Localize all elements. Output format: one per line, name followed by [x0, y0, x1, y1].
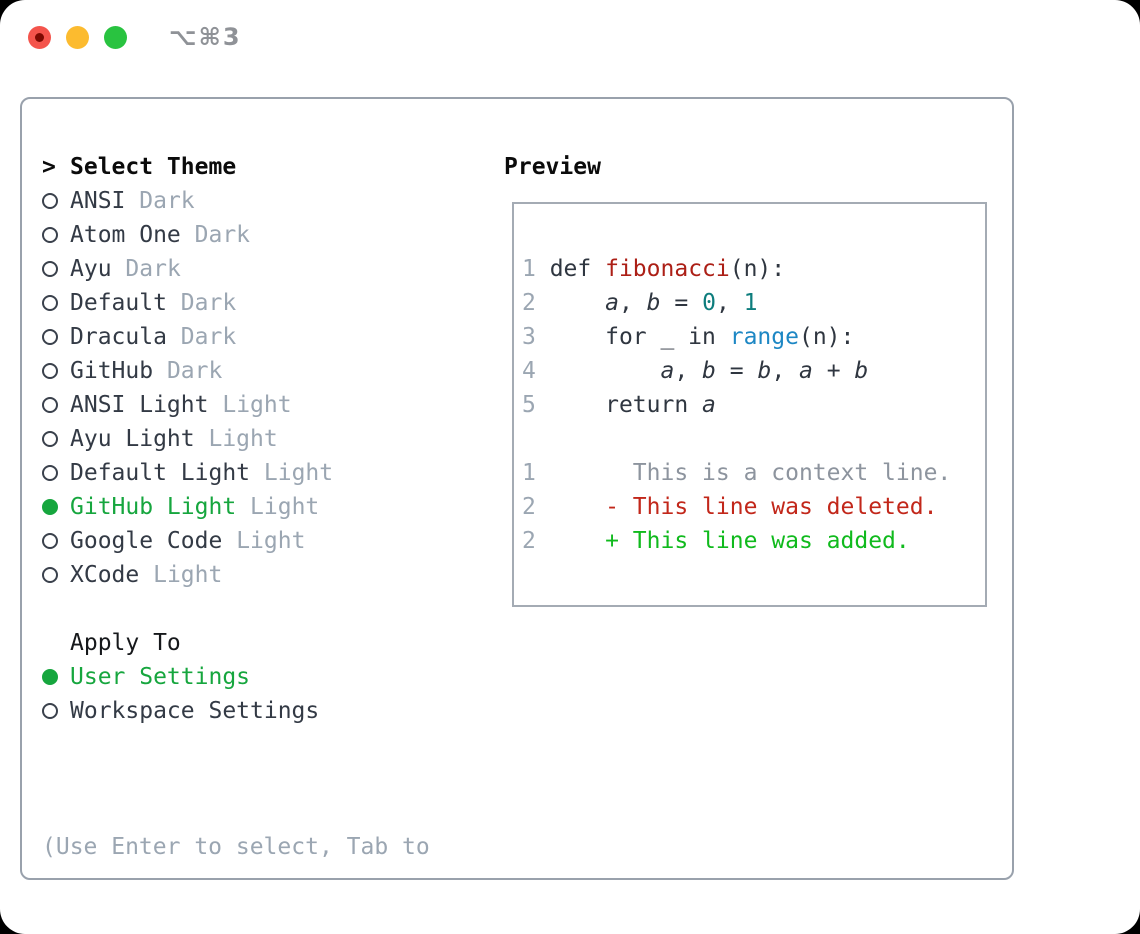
- theme-option-github-dark[interactable]: GitHub Dark: [42, 354, 430, 388]
- radio-icon: [42, 261, 58, 277]
- radio-icon: [42, 295, 58, 311]
- minimize-button[interactable]: [66, 25, 89, 49]
- code-line-2: 2 a, b = 0, 1: [522, 290, 758, 316]
- code-preview: 1 def fibonacci(n): 2 a, b = 0, 1 3 for …: [514, 204, 985, 606]
- radio-icon: [42, 431, 58, 447]
- radio-icon: [42, 329, 58, 345]
- theme-option-default-light[interactable]: Default Light Light: [42, 456, 430, 490]
- code-line-blank: [522, 422, 977, 456]
- code-line-3: 3 for _ in range(n):: [522, 324, 855, 350]
- window-shortcut-label: ⌥⌘3: [169, 23, 242, 51]
- theme-list: > Select Theme ANSI Dark Atom One Dark A…: [42, 150, 430, 934]
- radio-icon: [42, 227, 58, 243]
- theme-option-default-dark[interactable]: Default Dark: [42, 286, 430, 320]
- theme-option-ayu-light[interactable]: Ayu Light Light: [42, 422, 430, 456]
- select-theme-header: > Select Theme: [42, 150, 430, 184]
- radio-selected-icon: [42, 669, 58, 685]
- apply-option-user-settings[interactable]: User Settings: [42, 660, 430, 694]
- window-titlebar: ⌥⌘3: [28, 23, 242, 51]
- apply-option-workspace-settings[interactable]: Workspace Settings: [42, 694, 430, 728]
- apply-to-header: Apply To: [70, 630, 181, 656]
- preview-pane: 1 def fibonacci(n): 2 a, b = 0, 1 3 for …: [512, 202, 987, 607]
- diff-added-line: 2 + This line was added.: [522, 528, 910, 554]
- theme-option-atom-one-dark[interactable]: Atom One Dark: [42, 218, 430, 252]
- radio-icon: [42, 363, 58, 379]
- select-theme-title: Select Theme: [70, 154, 237, 180]
- theme-option-ayu-dark[interactable]: Ayu Dark: [42, 252, 430, 286]
- diff-deleted-line: 2 - This line was deleted.: [522, 494, 938, 520]
- radio-icon: [42, 193, 58, 209]
- keyboard-hint: (Use Enter to select, Tab to change focu…: [42, 762, 430, 934]
- code-line-4: 4 a, b = b, a + b: [522, 358, 869, 384]
- close-button[interactable]: [28, 25, 51, 49]
- radio-icon: [42, 465, 58, 481]
- radio-selected-icon: [42, 499, 58, 515]
- code-line-1: 1 def fibonacci(n):: [522, 256, 786, 282]
- diff-context-line: 1 This is a context line.: [522, 460, 952, 486]
- radio-icon: [42, 567, 58, 583]
- theme-option-github-light[interactable]: GitHub Light Light: [42, 490, 430, 524]
- radio-icon: [42, 397, 58, 413]
- focus-caret-icon: >: [42, 154, 56, 180]
- code-line-5: 5 return a: [522, 392, 716, 418]
- radio-icon: [42, 703, 58, 719]
- theme-picker-dialog: > Select Theme ANSI Dark Atom One Dark A…: [20, 97, 1014, 880]
- theme-option-dracula-dark[interactable]: Dracula Dark: [42, 320, 430, 354]
- theme-option-xcode[interactable]: XCode Light: [42, 558, 430, 592]
- radio-icon: [42, 533, 58, 549]
- theme-option-ansi-dark[interactable]: ANSI Dark: [42, 184, 430, 218]
- preview-title: Preview: [504, 154, 601, 180]
- zoom-button[interactable]: [104, 25, 127, 49]
- hint-line-1: (Use Enter to select, Tab to: [42, 834, 430, 860]
- theme-option-ansi-light[interactable]: ANSI Light Light: [42, 388, 430, 422]
- theme-option-google-code[interactable]: Google Code Light: [42, 524, 430, 558]
